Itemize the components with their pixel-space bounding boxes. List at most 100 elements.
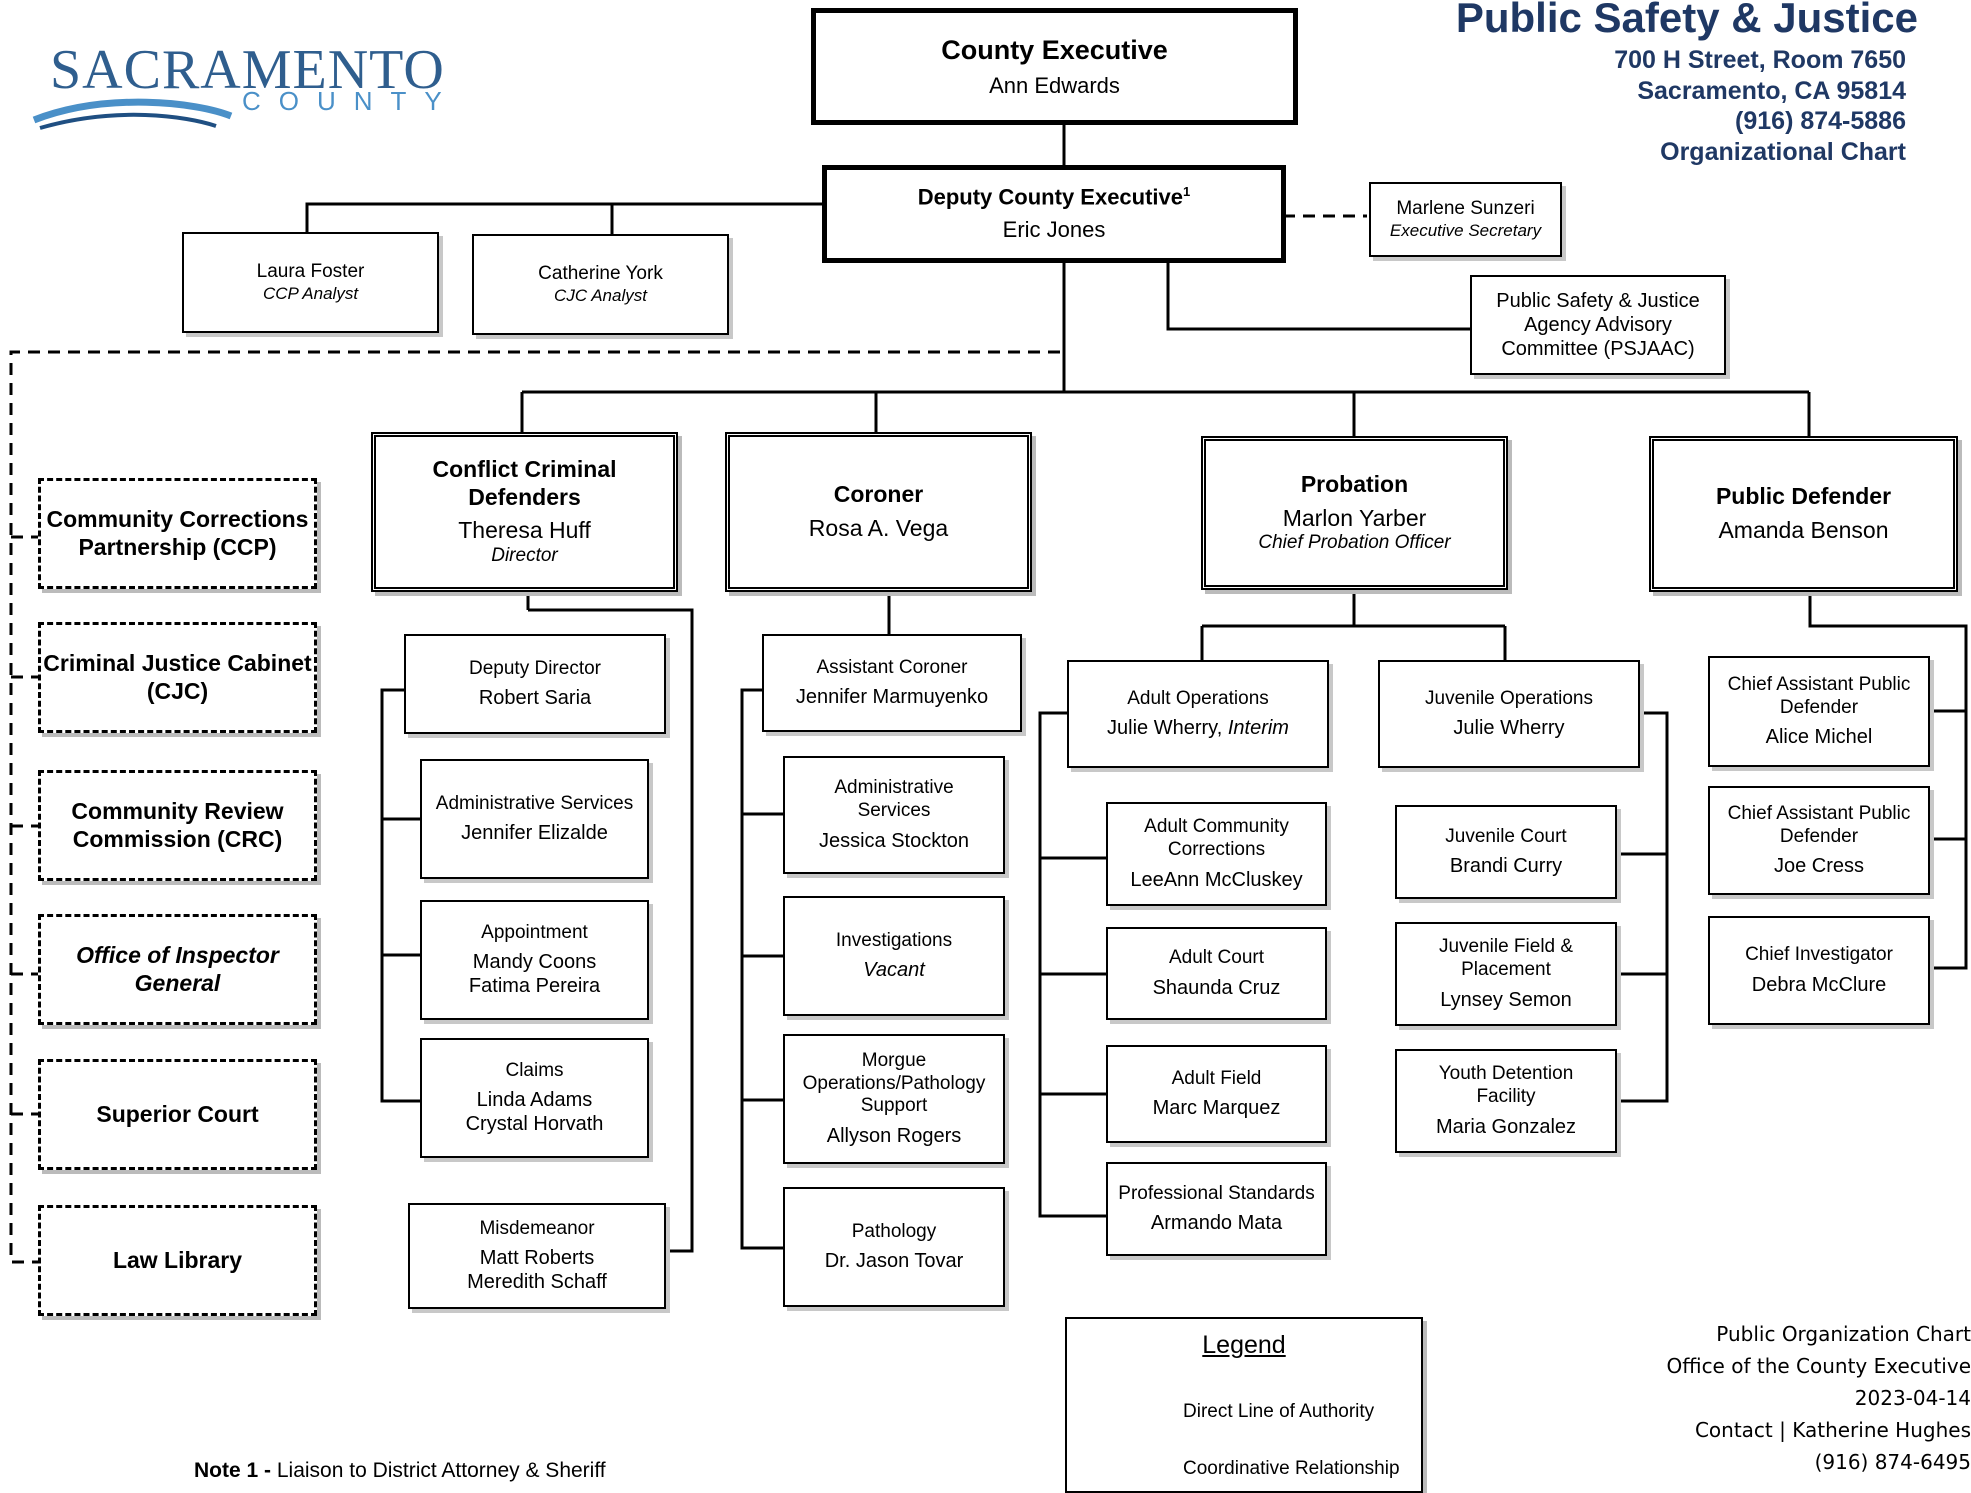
unit-title: Professional Standards (1118, 1182, 1315, 1204)
unit-title: Juvenile Field & Placement (1438, 936, 1574, 980)
probation-juvenile-unit-box: Youth Detention Facility Maria Gonzalez (1395, 1049, 1617, 1153)
unit-title: Youth Detention Facility (1438, 1063, 1574, 1107)
sacramento-county-logo: SACRAMENTO COUNTY (26, 32, 444, 132)
footnote-label: Note 1 - (194, 1459, 272, 1482)
unit-name-2: Meredith Schaff (467, 1271, 607, 1294)
dept-ccd-box: Conflict Criminal Defenders Theresa Huff… (371, 432, 678, 592)
coroner-unit-box: Pathology Dr. Jason Tovar (783, 1187, 1005, 1307)
unit-title: Juvenile Operations (1425, 687, 1593, 709)
psjaac-line3: Committee (PSJAAC) (1501, 338, 1695, 360)
logo-wave-icon (32, 98, 233, 130)
unit-name: Marc Marquez (1152, 1097, 1281, 1120)
coord-cjc-box: Criminal Justice Cabinet (CJC) (38, 622, 317, 733)
deputy-title-wrap: Deputy County Executive1 (918, 184, 1191, 211)
analyst-cjc-box: Catherine York CJC Analyst (472, 234, 729, 335)
footer-line4: Contact | Katherine Hughes (1694, 1418, 1971, 1442)
unit-name: Shaunda Cruz (1152, 976, 1281, 999)
unit-name: Brandi Curry (1449, 855, 1563, 878)
coord-label: Office of Inspector General (76, 941, 279, 996)
probation-adult-unit-box: Adult Field Marc Marquez (1106, 1045, 1327, 1143)
unit-name-2: Crystal Horvath (465, 1113, 604, 1136)
dept-probation-box: Probation Marlon Yarber Chief Probation … (1201, 436, 1508, 590)
probation-adult-unit-box: Adult Court Shaunda Cruz (1106, 927, 1327, 1020)
coord-label: Community Corrections Partnership (CCP) (46, 505, 309, 560)
county-executive-name: Ann Edwards (989, 72, 1120, 98)
dept-defender-box: Public Defender Amanda Benson (1649, 436, 1958, 592)
coord-label: Community Review Commission (CRC) (71, 797, 284, 852)
deputy-footnote: 1 (1183, 184, 1191, 200)
county-executive-box: County Executive Ann Edwards (811, 8, 1298, 125)
ccd-unit-box: Misdemeanor Matt Roberts Meredith Schaff (408, 1203, 666, 1309)
coroner-unit-box: Administrative Services Jessica Stockton (783, 756, 1005, 874)
unit-title: Juvenile Court (1445, 825, 1567, 847)
unit-name-wrap: Julie Wherry, Interim (1107, 716, 1289, 740)
dept-title: Probation (1300, 471, 1409, 497)
dept-head: Theresa Huff (458, 517, 591, 544)
unit-title: Appointment (481, 921, 588, 943)
defender-unit-box: Chief Assistant Public Defender Alice Mi… (1708, 656, 1930, 767)
legend-box: Legend Direct Line of Authority Coordina… (1065, 1317, 1423, 1493)
footer-line5: (916) 874-6495 (1814, 1450, 1971, 1474)
unit-title: Pathology (851, 1220, 937, 1242)
ccd-unit-box: Claims Linda Adams Crystal Horvath (420, 1038, 649, 1158)
unit-title: Administrative Services (435, 792, 634, 814)
header-address2: Sacramento, CA 95814 (1637, 77, 1906, 105)
logo-sub: COUNTY (242, 86, 460, 116)
analyst-name: Laura Foster (256, 260, 365, 282)
unit-title: Misdemeanor (479, 1217, 595, 1239)
unit-name: Allyson Rogers (826, 1125, 962, 1148)
unit-title: Claims (505, 1059, 564, 1081)
psjaac-line1: Public Safety & Justice (1496, 290, 1700, 312)
unit-name: Alice Michel (1765, 726, 1873, 749)
analyst-role: CJC Analyst (554, 285, 647, 305)
legend-dashed-label: Coordinative Relationship (1183, 1458, 1400, 1479)
unit-title: Deputy Director (469, 657, 601, 679)
dept-role: Chief Probation Officer (1258, 532, 1451, 554)
unit-name: Vacant (863, 959, 925, 982)
ccd-unit-box: Appointment Mandy Coons Fatima Pereira (420, 900, 649, 1020)
dept-head: Rosa A. Vega (808, 515, 949, 541)
unit-title: Administrative Services (834, 777, 954, 821)
coord-label: Criminal Justice Cabinet (CJC) (43, 649, 312, 704)
unit-title: Assistant Coroner (816, 656, 968, 678)
unit-title: Chief Assistant Public Defender (1727, 802, 1911, 847)
unit-name: Julie Wherry, (1107, 717, 1223, 740)
probation-juvenile-unit-box: Juvenile Field & Placement Lynsey Semon (1395, 922, 1617, 1026)
dept-coroner-box: Coroner Rosa A. Vega (725, 432, 1032, 592)
unit-name: LeeAnn McCluskey (1130, 868, 1303, 891)
coroner-unit-box: Assistant Coroner Jennifer Marmuyenko (762, 634, 1022, 732)
unit-note: Interim (1227, 717, 1289, 740)
footer-line1: Public Organization Chart (1716, 1322, 1971, 1346)
header-address1: 700 H Street, Room 7650 (1614, 46, 1906, 74)
coord-crc-box: Community Review Commission (CRC) (38, 770, 317, 881)
ccd-unit-box: Deputy Director Robert Saria (404, 634, 666, 734)
unit-name: Matt Roberts (479, 1247, 595, 1270)
dept-title: Coroner (833, 481, 924, 508)
analyst-name: Catherine York (538, 262, 663, 284)
unit-title: Adult Field (1171, 1067, 1262, 1089)
probation-juvenile-ops-box: Juvenile Operations Julie Wherry (1378, 660, 1640, 768)
footer-block: Public Organization Chart Office of the … (1580, 1318, 1971, 1478)
dept-role: Director (491, 544, 558, 566)
analyst-role: CCP Analyst (262, 283, 359, 303)
coord-library-box: Law Library (38, 1205, 317, 1316)
coord-ccp-box: Community Corrections Partnership (CCP) (38, 478, 317, 589)
unit-title: Adult Operations (1127, 687, 1269, 709)
deputy-title: Deputy County Executive (917, 184, 1184, 210)
unit-name: Robert Saria (478, 687, 592, 710)
header-phone: (916) 874-5886 (1735, 107, 1906, 135)
legend-title: Legend (1202, 1331, 1286, 1359)
coord-court-box: Superior Court (38, 1059, 317, 1170)
secretary-name: Marlene Sunzeri (1396, 197, 1535, 219)
unit-name: Linda Adams (476, 1089, 593, 1112)
dept-head: Amanda Benson (1718, 517, 1889, 543)
secretary-role: Executive Secretary (1389, 220, 1542, 240)
psjaac-line2: Agency Advisory (1524, 314, 1672, 336)
coroner-unit-box: Investigations Vacant (783, 896, 1005, 1016)
unit-name: Joe Cress (1773, 855, 1865, 878)
dept-title: Conflict Criminal Defenders (432, 456, 617, 510)
coord-oig-box: Office of Inspector General (38, 914, 317, 1025)
footnote-text: Liaison to District Attorney & Sheriff (276, 1459, 606, 1482)
unit-name: Jessica Stockton (818, 829, 970, 852)
